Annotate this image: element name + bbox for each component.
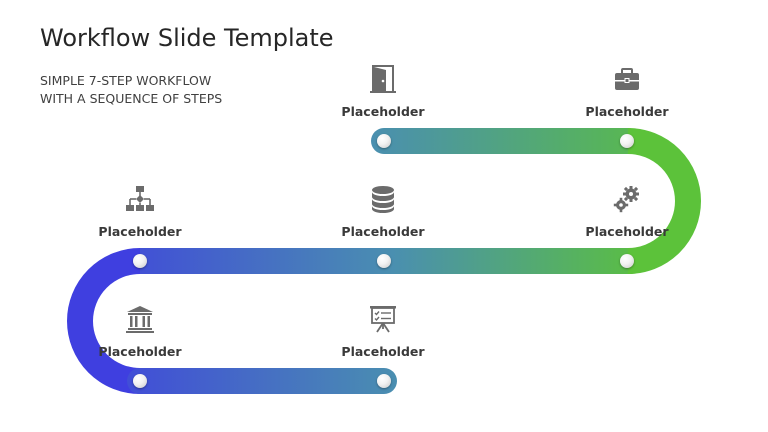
subtitle-line-1: SIMPLE 7-STEP WORKFLOW (40, 73, 212, 88)
step-label: Placeholder (341, 104, 425, 119)
step-marker (377, 254, 391, 268)
step-label: Placeholder (98, 344, 182, 359)
step-marker (133, 374, 147, 388)
track-curve-left (67, 248, 141, 394)
step-marker (377, 374, 391, 388)
slide-subtitle: SIMPLE 7-STEP WORKFLOW WITH A SEQUENCE O… (40, 72, 222, 108)
step-label: Placeholder (585, 224, 669, 239)
presentation-board-icon (370, 306, 396, 333)
track-curve-right (627, 128, 701, 274)
bank-icon (126, 306, 154, 333)
database-icon (372, 186, 394, 213)
subtitle-line-2: WITH A SEQUENCE OF STEPS (40, 91, 223, 106)
step-label: Placeholder (585, 104, 669, 119)
step-marker (620, 254, 634, 268)
step-label: Placeholder (341, 344, 425, 359)
door-icon (370, 65, 396, 93)
step-label: Placeholder (98, 224, 182, 239)
step-marker (620, 134, 634, 148)
flowchart-icon (126, 186, 154, 211)
step-label: Placeholder (341, 224, 425, 239)
slide-title: Workflow Slide Template (40, 24, 334, 52)
gears-icon (613, 186, 639, 213)
step-marker (377, 134, 391, 148)
briefcase-icon (615, 68, 639, 90)
step-marker (133, 254, 147, 268)
